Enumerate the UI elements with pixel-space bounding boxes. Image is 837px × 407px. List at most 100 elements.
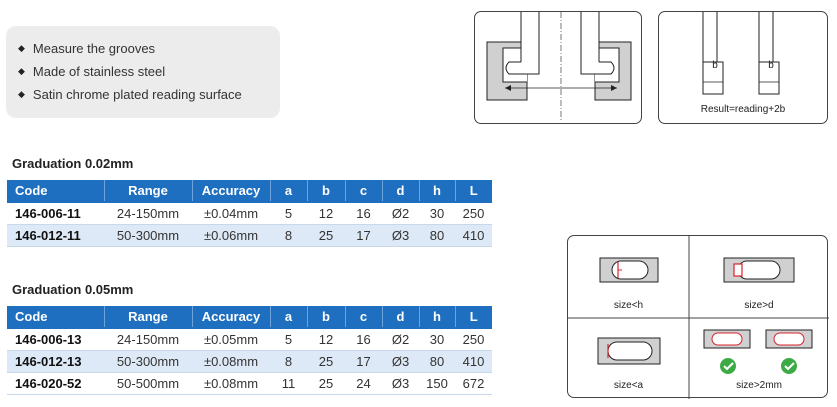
cell-a: 8 (270, 350, 307, 373)
groove-measurement-diagram (486, 12, 632, 120)
table-row: 146-012-11 50-300mm ±0.06mm 8 25 17 Ø3 8… (7, 224, 492, 247)
left-tip-shape (702, 61, 724, 95)
col-header-range: Range (104, 306, 193, 328)
cell-a: 5 (270, 201, 307, 225)
col-header-range: Range (104, 180, 193, 202)
size-caption-4: size>2mm (736, 380, 782, 391)
spec-table-2: Code Range Accuracy a b c d h L 146-006-… (7, 306, 492, 395)
table-row: 146-006-13 24-150mm ±0.05mm 5 12 16 Ø2 3… (7, 327, 492, 351)
cell-range: 50-500mm (104, 372, 192, 395)
size-less-a-diagram (597, 337, 661, 365)
cell-b: 25 (307, 224, 345, 247)
size-condition-diagrams (568, 236, 829, 399)
spec-table-1: Code Range Accuracy a b c d h L 146-006-… (7, 180, 492, 247)
cell-h: 30 (419, 327, 455, 351)
cell-d: Ø2 (382, 327, 419, 351)
cell-range: 24-150mm (104, 201, 192, 225)
arrow-right-shape (611, 85, 617, 91)
size-caption-2: size>d (744, 300, 774, 311)
col-header-code: Code (7, 180, 105, 202)
cell-h: 30 (419, 201, 455, 225)
size-greater-d-diagram (723, 257, 795, 283)
cell-b: 12 (307, 201, 345, 225)
cell-a: 5 (270, 327, 307, 351)
feature-text: Measure the grooves (32, 41, 156, 56)
cell-b: 25 (307, 372, 345, 395)
cell-accuracy: ±0.08mm (192, 350, 270, 373)
b-label-left: b (712, 60, 718, 71)
right-jaw-tip-shape (581, 61, 615, 75)
cell-code: 146-020-52 (7, 372, 104, 395)
col-header-code: Code (7, 306, 105, 328)
col-header-a: a (270, 180, 308, 202)
cell-code: 146-006-11 (7, 201, 104, 225)
arrow-left-shape (505, 85, 511, 91)
table-header-row: Code Range Accuracy a b c d h L (7, 306, 492, 328)
cell-d: Ø3 (382, 350, 419, 373)
col-header-c: c (345, 180, 383, 202)
cell-code: 146-012-11 (7, 224, 104, 247)
cell-b: 25 (307, 350, 345, 373)
check-icon (781, 358, 797, 374)
col-header-b: b (307, 306, 346, 328)
cell-accuracy: ±0.08mm (192, 372, 270, 395)
cell-accuracy: ±0.06mm (192, 224, 270, 247)
result-formula-caption: Result=reading+2b (700, 104, 786, 115)
right-tip-shape (758, 61, 780, 95)
diamond-bullet-icon: ◆ (18, 66, 25, 76)
col-header-l: L (455, 180, 492, 202)
cell-c: 24 (345, 372, 382, 395)
cell-accuracy: ±0.04mm (192, 201, 270, 225)
graduation-title-2: Graduation 0.05mm (12, 282, 134, 297)
cell-a: 8 (270, 224, 307, 247)
cell-l: 410 (455, 224, 492, 247)
cell-l: 672 (455, 372, 492, 395)
col-header-h: h (419, 180, 456, 202)
features-box: ◆ Measure the grooves ◆ Made of stainles… (6, 26, 280, 118)
b-label-right: b (768, 60, 774, 71)
cell-range: 50-300mm (104, 350, 192, 373)
table-row: 146-020-52 50-500mm ±0.08mm 11 25 24 Ø3 … (7, 372, 492, 395)
left-jaw-tip-shape (505, 61, 539, 75)
col-header-h: h (419, 306, 456, 328)
cell-l: 250 (455, 327, 492, 351)
graduation-title-1: Graduation 0.02mm (12, 156, 134, 171)
size-greater-2mm-diagram (703, 329, 813, 349)
cell-l: 250 (455, 201, 492, 225)
col-header-a: a (270, 306, 308, 328)
cell-range: 24-150mm (104, 327, 192, 351)
col-header-c: c (345, 306, 383, 328)
check-icon (720, 358, 736, 374)
result-formula-diagram (702, 12, 780, 95)
cell-c: 16 (345, 327, 382, 351)
result-diagram-panel: b b Result=reading+2b (658, 11, 828, 124)
col-header-accuracy: Accuracy (192, 180, 271, 202)
col-header-accuracy: Accuracy (192, 306, 271, 328)
feature-item: ◆ Measure the grooves (18, 37, 280, 60)
cell-d: Ø3 (382, 224, 419, 247)
size-less-h-diagram (599, 257, 659, 283)
cell-accuracy: ±0.05mm (192, 327, 270, 351)
size-caption-3: size<a (613, 380, 644, 391)
cell-h: 80 (419, 350, 455, 373)
cell-l: 410 (455, 350, 492, 373)
cell-c: 17 (345, 350, 382, 373)
cell-c: 17 (345, 224, 382, 247)
diamond-bullet-icon: ◆ (18, 43, 25, 53)
feature-item: ◆ Satin chrome plated reading surface (18, 83, 280, 106)
col-header-b: b (307, 180, 346, 202)
col-header-l: L (455, 306, 492, 328)
col-header-d: d (382, 180, 420, 202)
feature-item: ◆ Made of stainless steel (18, 60, 280, 83)
table-row: 146-006-11 24-150mm ±0.04mm 5 12 16 Ø2 3… (7, 201, 492, 225)
size-caption-1: size<h (613, 300, 644, 311)
cell-c: 16 (345, 201, 382, 225)
cell-code: 146-012-13 (7, 350, 104, 373)
cell-b: 12 (307, 327, 345, 351)
cell-d: Ø3 (382, 372, 419, 395)
cell-range: 50-300mm (104, 224, 192, 247)
table-header-row: Code Range Accuracy a b c d h L (7, 180, 492, 202)
groove-diagram-panel (474, 11, 642, 124)
size-condition-panel: size<h size>d size<a size>2mm (567, 235, 829, 399)
table-row: 146-012-13 50-300mm ±0.08mm 8 25 17 Ø3 8… (7, 350, 492, 373)
